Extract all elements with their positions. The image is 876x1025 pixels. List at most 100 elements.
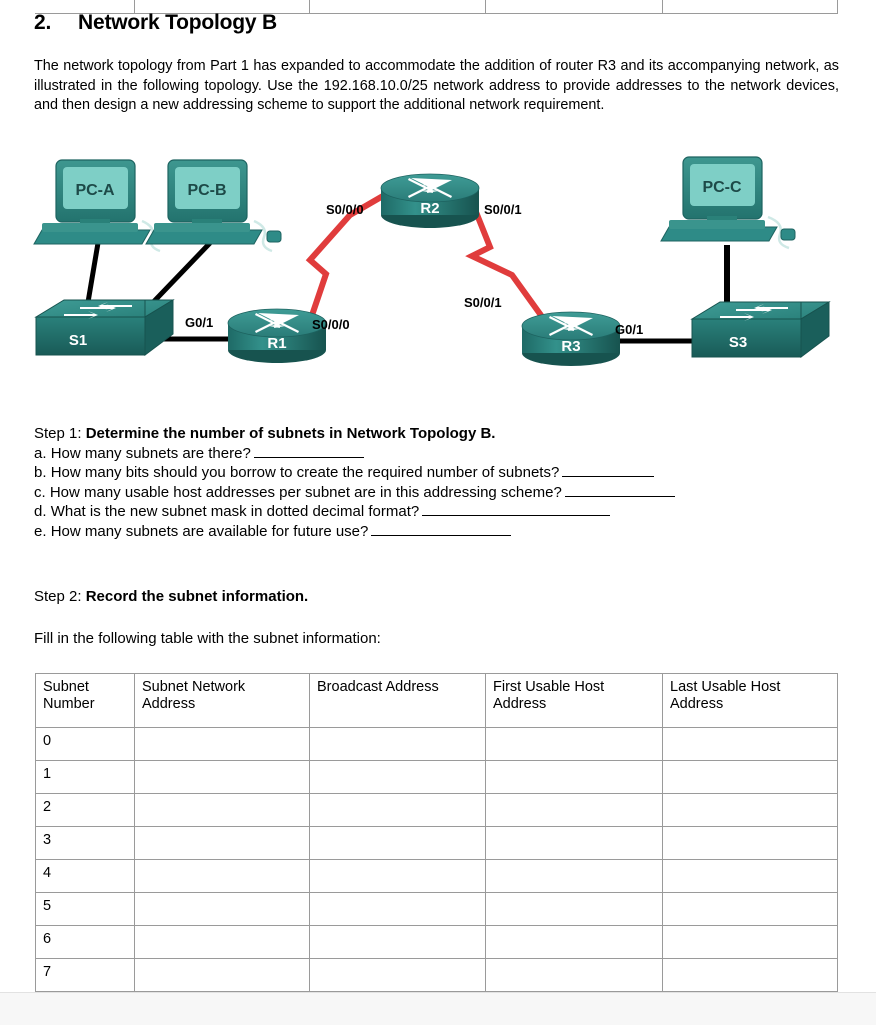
cell-last-usable-host-address[interactable]: [662, 826, 838, 860]
table-row: 7: [35, 958, 838, 992]
table-row: 4: [35, 859, 838, 893]
header-line-2: Address: [493, 696, 547, 712]
section-number: 2.: [34, 11, 52, 34]
cell-first-usable-host-address[interactable]: [485, 958, 663, 992]
cell-subnet-network-address[interactable]: [134, 826, 310, 860]
device-pc-b: PC-B: [145, 159, 282, 253]
table-row: 5: [35, 892, 838, 926]
cell-broadcast-address[interactable]: [309, 958, 486, 992]
cell-first-usable-host-address[interactable]: [485, 793, 663, 827]
cell-subnet-number: 0: [35, 727, 135, 761]
cell-broadcast-address[interactable]: [309, 793, 486, 827]
network-topology-diagram: PC-A PC-B PC-C: [20, 155, 840, 400]
question-a-text: How many subnets are there?: [50, 444, 251, 462]
answer-blank-d[interactable]: [422, 502, 611, 516]
step-1-question-e: e. How many subnets are available for fu…: [34, 522, 834, 542]
cell-broadcast-address[interactable]: [309, 892, 486, 926]
interface-label-r2-s001: S0/0/1: [484, 202, 522, 217]
cell-subnet-number: 4: [35, 859, 135, 893]
intro-paragraph: The network topology from Part 1 has exp…: [34, 58, 839, 114]
column-header-subnet-number: Subnet Number: [35, 673, 135, 728]
cell-last-usable-host-address[interactable]: [662, 925, 838, 959]
cell-broadcast-address[interactable]: [309, 760, 486, 794]
step-1-heading: Step 1: Determine the number of subnets …: [34, 424, 834, 444]
section-title: Network Topology B: [78, 11, 278, 34]
subnet-information-table: Subnet Number Subnet Network Address Bro…: [35, 673, 838, 992]
cell-first-usable-host-address[interactable]: [485, 760, 663, 794]
cell-subnet-network-address[interactable]: [134, 793, 310, 827]
column-header-broadcast-address: Broadcast Address: [309, 673, 486, 728]
device-pc-c: PC-C: [660, 156, 796, 250]
column-header-first-usable-host-address: First Usable Host Address: [485, 673, 663, 728]
cell-subnet-network-address[interactable]: [134, 859, 310, 893]
step-1-title: Determine the number of subnets in Netwo…: [85, 425, 496, 442]
cell-subnet-network-address[interactable]: [134, 925, 310, 959]
cell-first-usable-host-address[interactable]: [485, 727, 663, 761]
table-row: 3: [35, 826, 838, 860]
question-c-text: How many usable host addresses per subne…: [49, 483, 562, 501]
link-r2-r3-serial: [465, 195, 551, 327]
cell-first-usable-host-address[interactable]: [485, 826, 663, 860]
interface-label-r3-g01: G0/1: [615, 322, 643, 337]
question-d-text: What is the new subnet mask in dotted de…: [50, 503, 420, 520]
table-row: 2: [35, 793, 838, 827]
header-line-1: Subnet: [43, 679, 89, 695]
device-label-r1: R1: [267, 335, 286, 352]
question-b-key: b.: [34, 464, 47, 481]
cell-subnet-number: 6: [35, 925, 135, 959]
answer-blank-e[interactable]: [371, 522, 512, 536]
answer-blank-b[interactable]: [562, 463, 655, 477]
table-header-row: Subnet Number Subnet Network Address Bro…: [35, 673, 838, 728]
cell-last-usable-host-address[interactable]: [662, 793, 838, 827]
cell-broadcast-address[interactable]: [309, 925, 486, 959]
cell-last-usable-host-address[interactable]: [662, 859, 838, 893]
interface-label-r1-g01: G0/1: [185, 315, 213, 330]
step-2-title: Record the subnet information.: [85, 588, 309, 605]
cell-subnet-number: 2: [35, 793, 135, 827]
cell-subnet-network-address[interactable]: [134, 892, 310, 926]
previous-table-remnant: [35, 0, 838, 14]
page-bottom-strip: [0, 992, 876, 1025]
cell-broadcast-address[interactable]: [309, 727, 486, 761]
question-e-text: How many subnets are available for futur…: [50, 522, 369, 540]
device-label-pc-a: PC-A: [75, 182, 115, 199]
question-d-key: d.: [34, 503, 47, 520]
interface-label-r3-s001: S0/0/1: [464, 295, 502, 310]
cell-subnet-number: 3: [35, 826, 135, 860]
cell-subnet-network-address[interactable]: [134, 760, 310, 794]
subnet-table-body: 0 1 2 3: [35, 727, 838, 992]
device-s3: S3: [690, 301, 831, 358]
cell-subnet-number: 5: [35, 892, 135, 926]
cell-first-usable-host-address[interactable]: [485, 892, 663, 926]
step-1-block: Step 1: Determine the number of subnets …: [34, 424, 834, 541]
header-line-2: Number: [43, 696, 95, 712]
cell-subnet-number: 7: [35, 958, 135, 992]
cell-subnet-network-address[interactable]: [134, 727, 310, 761]
cell-last-usable-host-address[interactable]: [662, 760, 838, 794]
cell-broadcast-address[interactable]: [309, 826, 486, 860]
column-header-subnet-network-address: Subnet Network Address: [134, 673, 310, 728]
cell-broadcast-address[interactable]: [309, 859, 486, 893]
cell-last-usable-host-address[interactable]: [662, 892, 838, 926]
step-2-heading: Step 2: Record the subnet information.: [34, 588, 308, 605]
cell-first-usable-host-address[interactable]: [485, 859, 663, 893]
device-label-pc-b: PC-B: [187, 182, 226, 199]
device-label-r2: R2: [420, 200, 439, 217]
step-1-question-c: c. How many usable host addresses per su…: [34, 483, 834, 503]
header-line-2: Address: [142, 696, 196, 712]
link-r1-r2-serial: [304, 190, 390, 331]
cell-last-usable-host-address[interactable]: [662, 958, 838, 992]
header-line-1: Last Usable Host: [670, 679, 781, 695]
answer-blank-a[interactable]: [253, 444, 364, 458]
cell-last-usable-host-address[interactable]: [662, 727, 838, 761]
device-r3: R3: [521, 311, 621, 366]
answer-blank-c[interactable]: [564, 483, 675, 497]
header-line-2: Address: [670, 696, 724, 712]
cell-first-usable-host-address[interactable]: [485, 925, 663, 959]
device-label-r3: R3: [561, 338, 580, 355]
cell-subnet-network-address[interactable]: [134, 958, 310, 992]
table-row: 1: [35, 760, 838, 794]
header-line-1: First Usable Host: [493, 679, 605, 695]
cell-subnet-number: 1: [35, 760, 135, 794]
